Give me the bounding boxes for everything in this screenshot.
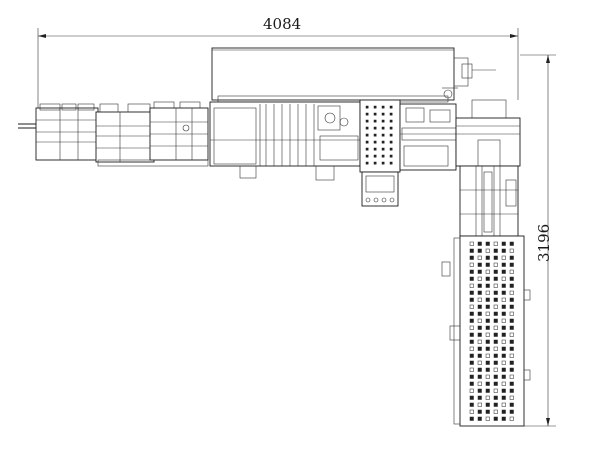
belt-dot-grid: [469, 241, 514, 421]
vertical-delivery-unit: [459, 165, 519, 237]
panel-dot-grid: [365, 105, 393, 165]
transfer-section: [399, 99, 521, 171]
top-cabinet: [211, 47, 496, 103]
infeed-conveyor: [18, 101, 209, 167]
height-dimension-label: 3196: [535, 224, 553, 262]
width-dimension-label: 4084: [263, 15, 301, 33]
width-dimension: 4084: [37, 15, 519, 112]
control-panel: [359, 99, 401, 207]
height-dimension: 3196: [520, 54, 556, 427]
collection-conveyor: [441, 235, 531, 427]
central-section: [209, 101, 361, 181]
